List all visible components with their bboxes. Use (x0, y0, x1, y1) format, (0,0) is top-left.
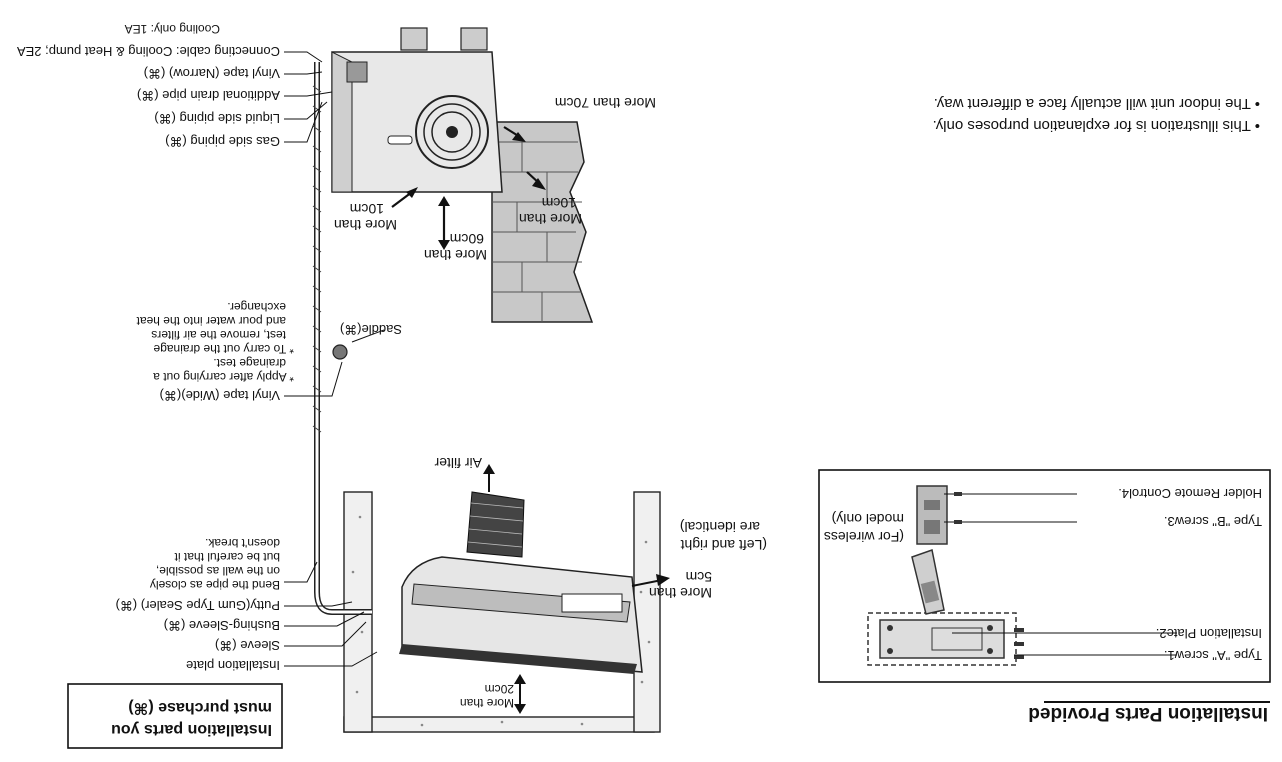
callout-installation-plate: Installation plate (186, 658, 280, 673)
callout-liquid-side: Liquid side piping (⌘) (154, 111, 280, 126)
purchase-box-line2: must purchase (⌘) (128, 699, 272, 716)
callout-apply-note-4: test, remove the air filters (151, 328, 286, 342)
callout-vinyl-tape-narrow: Vinyl tape (Narrow) (⌘) (143, 66, 280, 81)
note-explanation: • This illustration is for explanation p… (932, 117, 1260, 134)
callout-leaders (284, 51, 385, 667)
provided-item-installation-plate: Installation Plate2. (1155, 626, 1262, 641)
clearance-bottom-2: 20cm (484, 682, 514, 696)
callout-bend-pipe-2: on the wall as possible, (155, 564, 280, 578)
callout-bend-pipe-3: but be careful that it (174, 550, 280, 564)
callout-cooling-only: Cooling only: 1EA (124, 22, 220, 36)
callout-gas-side: Gas side piping (⌘) (165, 134, 280, 149)
air-filter-drawing (466, 491, 525, 558)
note-indoor-unit: • The indoor unit will actually face a d… (933, 95, 1260, 112)
clearance-bottom-1: More than (459, 696, 514, 710)
provided-item-type-b-screw: Type "B" screw3. (1163, 514, 1262, 529)
callout-bushing-sleeve: Bushing-Sleeve (⌘) (163, 618, 280, 633)
callout-vinyl-tape-wide: Vinyl tape (Wide)(⌘) (159, 388, 280, 403)
provided-parts-box (818, 469, 1271, 703)
outdoor-clearance-70: More than 70cm (554, 95, 656, 111)
callout-connecting-cable: Connecting cable: Cooling & Heat pump; 2… (16, 44, 280, 59)
callout-putty: Putty(Gum Type Sealer) (⌘) (115, 598, 280, 613)
left-right-note-1: (Left and right (680, 537, 767, 553)
callout-apply-note-5: and pour water into the heat (136, 314, 286, 328)
callout-apply-note-6: exchanger. (227, 300, 286, 314)
left-right-note-2: are identical) (679, 519, 760, 535)
provided-item-type-a-screw: Type "A" screw1. (1163, 648, 1262, 663)
callout-saddle: Saddle(⌘) (339, 322, 402, 337)
purchase-box-frame (67, 683, 283, 749)
indoor-unit-drawing (399, 556, 643, 674)
brick-wall (491, 121, 594, 323)
callout-apply-note-2: drainage test. (213, 356, 286, 370)
outdoor-clearance-10b-1: More than (518, 211, 582, 227)
callout-drain-pipe: Additional drain pipe (⌘) (136, 88, 280, 103)
clearance-arrows-indoor (483, 464, 670, 714)
callout-bend-pipe-4: doesn't break. (204, 536, 280, 550)
clearance-side-2: 5cm (685, 569, 712, 585)
remote-control-drawing (911, 485, 948, 615)
clearance-arrows-outdoor (391, 126, 546, 250)
outdoor-clearance-10b-2: 10cm (541, 195, 576, 211)
callout-apply-note-1: * Apply after carrying out a (153, 370, 294, 384)
outdoor-clearance-60-2: 60cm (449, 231, 484, 247)
provided-parts-title: Installation Parts Provided (1028, 703, 1268, 724)
callout-sleeve: Sleeve (⌘) (214, 638, 280, 653)
callout-apply-note-3: * To carry out the drainage (153, 342, 294, 356)
wireless-note-line2: model only) (831, 511, 904, 527)
callout-bend-pipe-1: Bend the pipe as closely (149, 578, 280, 592)
purchase-box-line1: Installation parts you (111, 721, 272, 738)
pipe-run (312, 62, 372, 615)
outdoor-clearance-60-1: More than (423, 247, 487, 263)
saddle-drawing (332, 344, 348, 360)
installation-plate-drawing (867, 612, 1024, 666)
outdoor-clearance-10a-2: 10cm (349, 201, 384, 217)
provided-item-holder-remote: Holder Remote Control4. (1118, 486, 1262, 501)
outdoor-clearance-10a-1: More than (333, 217, 397, 233)
wireless-note-line1: (For wireless (823, 529, 904, 545)
outdoor-unit-drawing (331, 27, 503, 193)
clearance-side-1: More than (648, 585, 712, 601)
air-filter-label: Air filter (434, 455, 482, 471)
